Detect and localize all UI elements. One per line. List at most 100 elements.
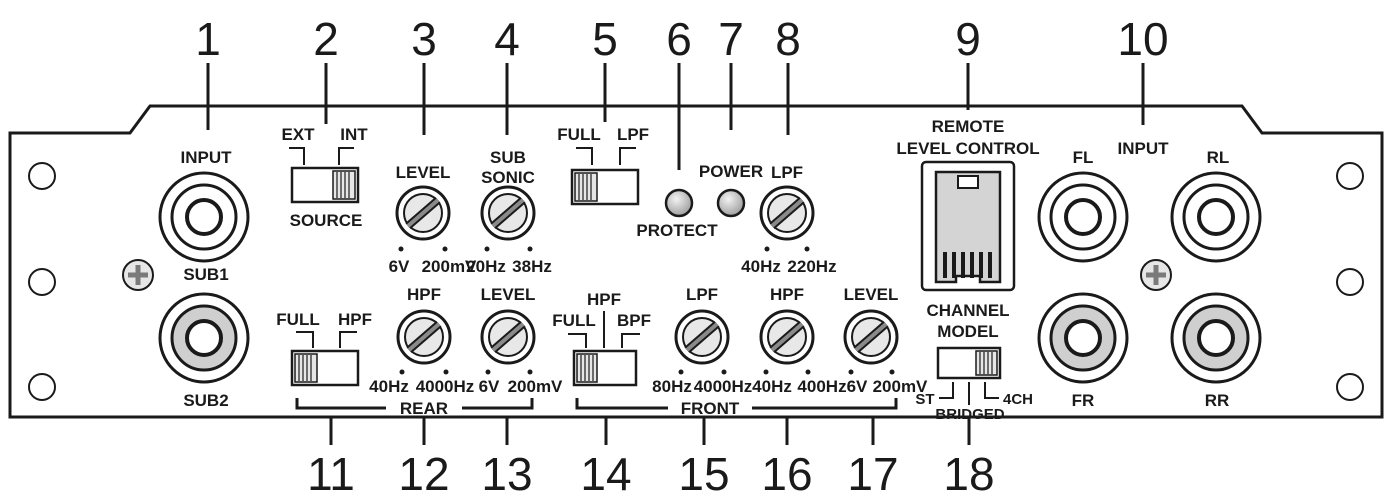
labels-hpf-rear-label: HPF: [407, 285, 441, 304]
labels-hz400-label: 400Hz: [797, 377, 846, 396]
labels-bpf-front-sw-label: BPF: [617, 311, 651, 330]
labels-power-label: POWER: [699, 162, 763, 181]
sub-level-knob[interactable]: [395, 185, 451, 241]
labels-full-front-label: FULL: [552, 311, 595, 330]
callouts-7-label: 8: [775, 13, 801, 65]
callouts-9-label: 10: [1117, 13, 1168, 65]
labels-input-main-label: INPUT: [1118, 139, 1170, 158]
panel-outline: [8, 104, 1384, 419]
rr-jack[interactable]: [1170, 292, 1262, 384]
labels-mv200-a-label: 200mV: [422, 257, 477, 276]
labels-mv200-c-label: 200mV: [873, 377, 928, 396]
screw-icon: [122, 259, 154, 291]
labels-int-label: INT: [340, 125, 368, 144]
sub1-label: SUB1: [183, 265, 228, 284]
labels-v6-b-label: 6V: [479, 377, 500, 396]
labels-rear-label: REAR: [400, 399, 448, 418]
labels-ch4-label: 4CH: [1003, 391, 1033, 408]
rl-jack[interactable]: [1170, 171, 1262, 263]
labels-rr-label: RR: [1205, 391, 1230, 410]
labels-hz40-a-label: 40Hz: [741, 257, 781, 276]
callouts-13-label: 14: [580, 448, 631, 495]
labels-remote-label: REMOTE: [932, 117, 1005, 136]
leader-lines-top: [206, 63, 1145, 170]
mounting-holes: [28, 162, 1364, 401]
callouts-4-label: 5: [592, 13, 618, 65]
front-bracket: [575, 398, 898, 410]
labels-hpf-rear-sw-label: HPF: [338, 310, 372, 329]
sub2-jack[interactable]: [158, 292, 250, 384]
fr-jack[interactable]: [1037, 292, 1129, 384]
labels-channel-label: CHANNEL: [926, 301, 1009, 320]
callouts-12-label: 13: [481, 448, 532, 495]
callouts-15-label: 16: [761, 448, 812, 495]
callouts-14-label: 15: [678, 448, 729, 495]
labels-fl-label: FL: [1073, 148, 1094, 167]
callouts-8-label: 9: [955, 13, 981, 65]
labels-hz4000-a-label: 4000Hz: [416, 377, 475, 396]
callouts-17-label: 18: [943, 448, 994, 495]
labels-source-label: SOURCE: [290, 211, 363, 230]
rear-bracket: [295, 398, 534, 410]
labels-v6-c-label: 6V: [847, 377, 868, 396]
labels-level-top-label: LEVEL: [396, 163, 451, 182]
labels-model-label: MODEL: [937, 322, 998, 341]
sub-filter-switch[interactable]: [570, 168, 640, 206]
screw-icon: [1140, 259, 1172, 291]
labels-hz20-label: 20Hz: [466, 257, 506, 276]
protect-led: [664, 188, 694, 218]
labels-sonic-label: SONIC: [481, 168, 535, 187]
sub1-jack[interactable]: [158, 171, 250, 263]
labels-level-front-label: LEVEL: [844, 285, 899, 304]
front-lpf-knob[interactable]: [674, 309, 730, 365]
callouts-0-label: 1: [195, 13, 221, 65]
front-filter-switch[interactable]: [572, 349, 638, 387]
source-switch[interactable]: [290, 166, 360, 204]
labels-hz220-label: 220Hz: [787, 257, 836, 276]
callouts-5-label: 6: [666, 13, 692, 65]
labels-st-label: ST: [915, 391, 934, 408]
labels-hz40-c-label: 40Hz: [752, 377, 792, 396]
callouts-1-label: 2: [313, 13, 339, 65]
fl-jack[interactable]: [1037, 171, 1129, 263]
labels-fr-label: FR: [1072, 391, 1095, 410]
labels-lpf-top-label: LPF: [617, 125, 649, 144]
power-led: [716, 188, 746, 218]
remote-level-port[interactable]: [920, 160, 1016, 292]
labels-bridged-label: BRIDGED: [935, 406, 1004, 423]
sub2-label: SUB2: [183, 391, 228, 410]
callouts-10-label: 11: [307, 448, 355, 495]
leader-lines-bottom: [329, 418, 971, 445]
labels-hpf-front-sw-label: HPF: [587, 290, 621, 309]
labels-full-rear-label: FULL: [276, 310, 319, 329]
front-hpf-knob[interactable]: [759, 309, 815, 365]
rear-filter-switch[interactable]: [290, 349, 360, 387]
callouts-2-label: 3: [411, 13, 437, 65]
labels-lpf-knob-top-label: LPF: [771, 163, 803, 182]
callouts-3-label: 4: [494, 13, 520, 65]
labels-v6-a-label: 6V: [389, 257, 410, 276]
channel-model-switch[interactable]: [936, 346, 1002, 380]
callouts-11-label: 12: [398, 448, 449, 495]
labels-hz4000-b-label: 4000Hz: [694, 377, 753, 396]
subsonic-knob[interactable]: [480, 185, 536, 241]
rear-level-knob[interactable]: [480, 309, 536, 365]
labels-hz40-b-label: 40Hz: [369, 377, 409, 396]
labels-front-label: FRONT: [681, 399, 740, 418]
labels-hpf-front-label: HPF: [770, 285, 804, 304]
front-level-knob[interactable]: [843, 309, 899, 365]
labels-mv200-b-label: 200mV: [508, 377, 563, 396]
labels-full-top-label: FULL: [557, 125, 600, 144]
callouts-6-label: 7: [718, 13, 744, 65]
sub-input-label: INPUT: [181, 148, 233, 167]
callouts-16-label: 17: [847, 448, 898, 495]
sub-lpf-knob[interactable]: [759, 185, 815, 241]
rear-hpf-knob[interactable]: [396, 309, 452, 365]
labels-level-rear-label: LEVEL: [481, 285, 536, 304]
labels-protect-label: PROTECT: [636, 221, 718, 240]
labels-sub-label: SUB: [490, 148, 526, 167]
labels-hz80-label: 80Hz: [652, 377, 692, 396]
labels-lpf-front-label: LPF: [686, 285, 718, 304]
callout-numbers: 1 2 3 4 5 6 7 8 9 10 11 12 13 14 15 16 1…: [195, 13, 1168, 495]
